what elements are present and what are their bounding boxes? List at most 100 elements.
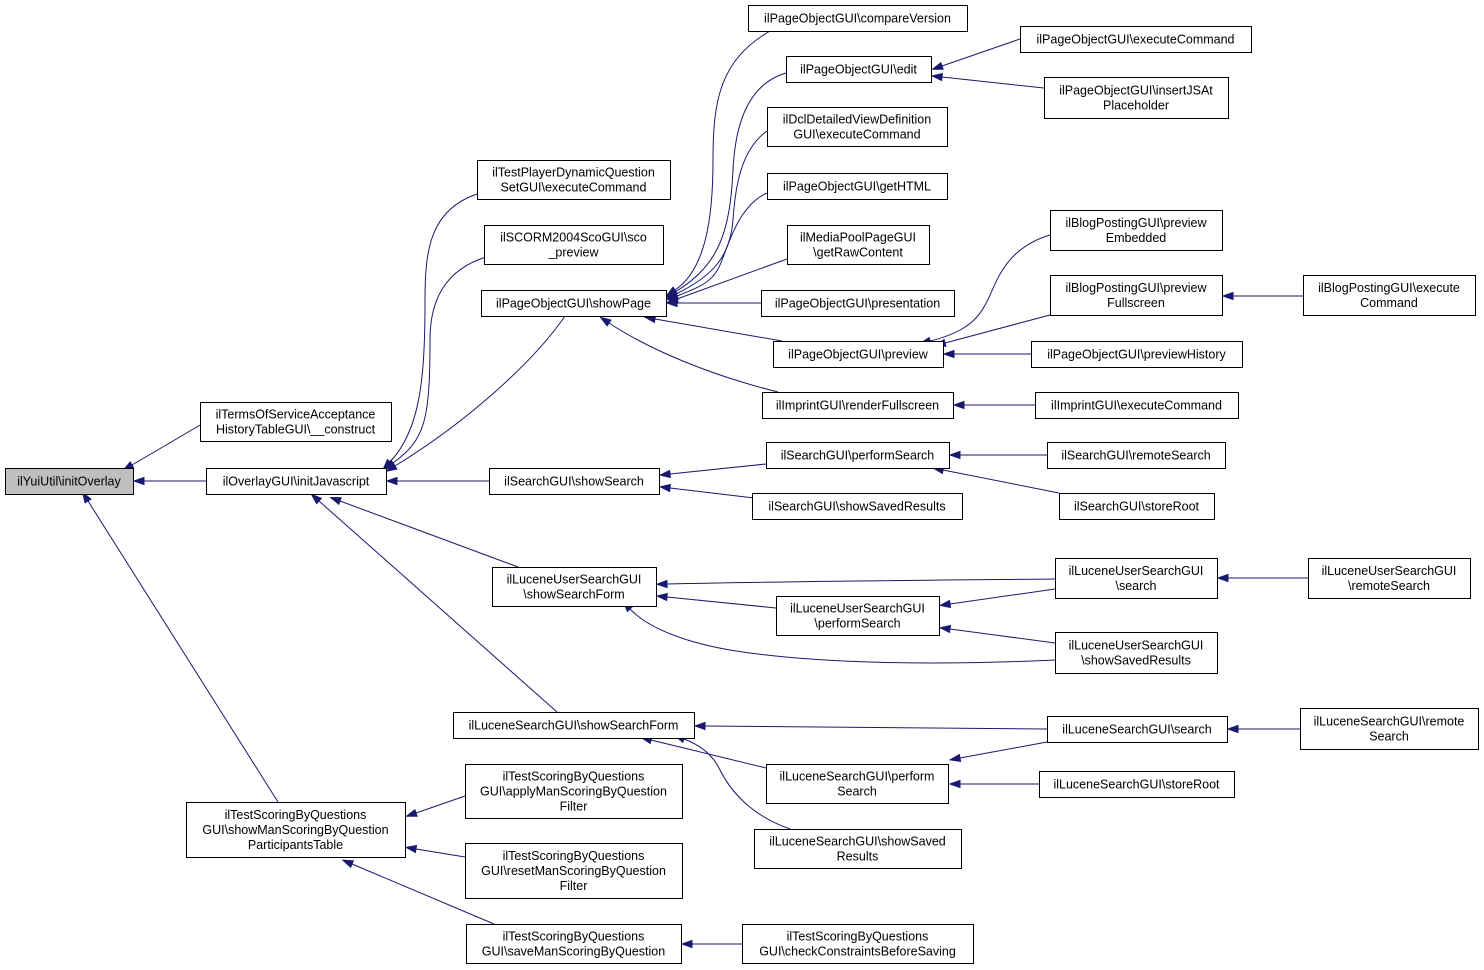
graph-node[interactable]: ilTestScoringByQuestionsGUI\resetManScor… bbox=[465, 843, 683, 899]
graph-node[interactable]: ilSearchGUI\showSearch bbox=[489, 468, 660, 495]
graph-node[interactable]: ilTermsOfServiceAcceptanceHistoryTableGU… bbox=[200, 402, 392, 442]
arrow-head bbox=[931, 61, 944, 70]
node-label-line: ilLuceneSearchGUI\showSearchForm bbox=[469, 719, 679, 733]
arrow-head bbox=[310, 493, 323, 505]
graph-node[interactable]: ilTestScoringByQuestionsGUI\showManScori… bbox=[186, 802, 406, 858]
graph-node[interactable]: ilPageObjectGUI\previewHistory bbox=[1031, 341, 1243, 368]
graph-node[interactable]: ilPageObjectGUI\compareVersion bbox=[748, 5, 968, 32]
edge-n13-n6 bbox=[665, 30, 771, 297]
graph-node[interactable]: ilSearchGUI\performSearch bbox=[766, 442, 950, 469]
graph-node[interactable]: ilLuceneSearchGUI\performSearch bbox=[766, 764, 949, 804]
node-label-line: Fullscreen bbox=[1107, 296, 1165, 310]
graph-node[interactable]: ilMediaPoolPageGUI\getRawContent bbox=[787, 225, 930, 265]
edge-line bbox=[949, 588, 1056, 605]
node-label-line: ilImprintGUI\renderFullscreen bbox=[776, 399, 939, 413]
edge-line bbox=[674, 30, 771, 291]
arrow-head bbox=[952, 400, 965, 410]
edge-line bbox=[675, 130, 768, 295]
arrow-head bbox=[329, 496, 342, 506]
edge-n35-n23 bbox=[938, 588, 1056, 609]
node-box bbox=[465, 764, 683, 819]
arrow-head bbox=[938, 599, 952, 609]
node-box bbox=[767, 173, 948, 200]
graph-node[interactable]: ilTestScoringByQuestionsGUI\saveManScori… bbox=[466, 924, 682, 964]
edge-n35-n8 bbox=[655, 578, 1056, 589]
arrow-head bbox=[1226, 724, 1239, 734]
root-node[interactable]: ilYuiUtil\initOverlay bbox=[5, 468, 134, 495]
edge-n7-n2 bbox=[385, 476, 489, 486]
node-box bbox=[761, 290, 955, 317]
node-box bbox=[206, 468, 387, 495]
node-label-line: ilPageObjectGUI\showPage bbox=[496, 297, 651, 311]
graph-node[interactable]: ilPageObjectGUI\getHTML bbox=[767, 173, 948, 200]
graph-node[interactable]: ilPageObjectGUI\showPage bbox=[481, 290, 667, 317]
node-box bbox=[186, 802, 406, 858]
graph-node[interactable]: ilLuceneSearchGUI\storeRoot bbox=[1039, 771, 1235, 798]
graph-node[interactable]: ilSearchGUI\remoteSearch bbox=[1047, 442, 1226, 469]
node-box bbox=[5, 468, 134, 495]
node-label-line: \showSavedResults bbox=[1081, 654, 1191, 668]
graph-node[interactable]: ilSearchGUI\storeRoot bbox=[1059, 493, 1215, 520]
edge-line bbox=[676, 258, 788, 300]
node-box bbox=[752, 493, 963, 520]
graph-node[interactable]: ilTestPlayerDynamicQuestionSetGUI\execut… bbox=[477, 160, 671, 200]
node-label-line: GUI\resetManScoringByQuestion bbox=[481, 864, 666, 878]
edge-n28-n14 bbox=[930, 72, 1045, 89]
graph-node[interactable]: ilDclDetailedViewDefinitionGUI\executeCo… bbox=[767, 107, 948, 147]
arrow-head bbox=[599, 316, 612, 327]
node-label-line: ilImprintGUI\executeCommand bbox=[1051, 399, 1222, 413]
graph-node[interactable]: ilPageObjectGUI\edit bbox=[786, 56, 932, 83]
edge-line bbox=[944, 314, 1051, 344]
node-label-line: \getRawContent bbox=[813, 246, 903, 260]
graph-node[interactable]: ilPageObjectGUI\presentation bbox=[761, 290, 955, 317]
graph-node[interactable]: ilLuceneUserSearchGUI\showSearchForm bbox=[492, 567, 657, 607]
edge-n3-n0 bbox=[81, 491, 279, 803]
node-box bbox=[492, 567, 657, 607]
edge-line bbox=[929, 234, 1051, 342]
graph-node[interactable]: ilImprintGUI\renderFullscreen bbox=[762, 392, 954, 419]
edge-line bbox=[666, 596, 777, 609]
edge-n38-n24 bbox=[948, 779, 1039, 789]
edge-line bbox=[394, 315, 566, 467]
node-label-line: ilDclDetailedViewDefinition bbox=[783, 113, 931, 127]
graph-node[interactable]: ilOverlayGUI\initJavascript bbox=[206, 468, 387, 495]
node-box bbox=[787, 225, 930, 265]
graph-node[interactable]: ilSearchGUI\showSavedResults bbox=[752, 493, 963, 520]
graph-node[interactable]: ilLuceneUserSearchGUI\performSearch bbox=[776, 596, 940, 636]
graph-node[interactable]: ilLuceneUserSearchGUI\remoteSearch bbox=[1308, 558, 1471, 599]
graph-node[interactable]: ilLuceneUserSearchGUI\search bbox=[1055, 558, 1218, 599]
graph-node[interactable]: ilPageObjectGUI\executeCommand bbox=[1020, 26, 1252, 53]
graph-node[interactable]: ilTestScoringByQuestionsGUI\applyManScor… bbox=[465, 764, 683, 819]
edge-n36-n23 bbox=[938, 624, 1056, 644]
graph-node[interactable]: ilTestScoringByQuestionsGUI\checkConstra… bbox=[742, 924, 974, 964]
edge-line bbox=[389, 193, 478, 463]
nodes-layer: ilYuiUtil\initOverlay ilTermsOfServiceAcc… bbox=[5, 5, 1479, 964]
graph-node[interactable]: ilLuceneUserSearchGUI\showSavedResults bbox=[1055, 632, 1218, 674]
node-label-line: GUI\applyManScoringByQuestion bbox=[480, 785, 667, 799]
graph-node[interactable]: ilPageObjectGUI\preview bbox=[773, 341, 944, 368]
graph-node[interactable]: ilLuceneSearchGUI\search bbox=[1047, 716, 1228, 743]
arrow-head bbox=[655, 579, 668, 589]
graph-node[interactable]: ilSCORM2004ScoGUI\sco_preview bbox=[484, 225, 664, 265]
edge-line bbox=[941, 38, 1021, 67]
arrow-head bbox=[385, 462, 398, 473]
edge-n41-n37 bbox=[1226, 724, 1300, 734]
edge-line bbox=[608, 322, 779, 393]
graph-node[interactable]: ilLuceneSearchGUI\showSavedResults bbox=[754, 829, 962, 869]
node-label-line: Search bbox=[1369, 730, 1409, 744]
graph-node[interactable]: ilLuceneSearchGUI\remoteSearch bbox=[1300, 708, 1479, 750]
node-label-line: ilSearchGUI\showSavedResults bbox=[768, 500, 945, 514]
node-label-line: Placeholder bbox=[1103, 99, 1169, 113]
node-box bbox=[200, 402, 392, 442]
node-label-line: ilYuiUtil\initOverlay bbox=[17, 475, 121, 489]
node-label-line: ilBlogPostingGUI\execute bbox=[1318, 281, 1460, 295]
graph-node[interactable]: ilLuceneSearchGUI\showSearchForm bbox=[453, 712, 695, 739]
graph-node[interactable]: ilImprintGUI\executeCommand bbox=[1035, 392, 1239, 419]
node-label-line: ilOverlayGUI\initJavascript bbox=[223, 475, 370, 489]
node-box bbox=[1020, 26, 1252, 53]
graph-node[interactable]: ilBlogPostingGUI\executeCommand bbox=[1303, 275, 1476, 316]
